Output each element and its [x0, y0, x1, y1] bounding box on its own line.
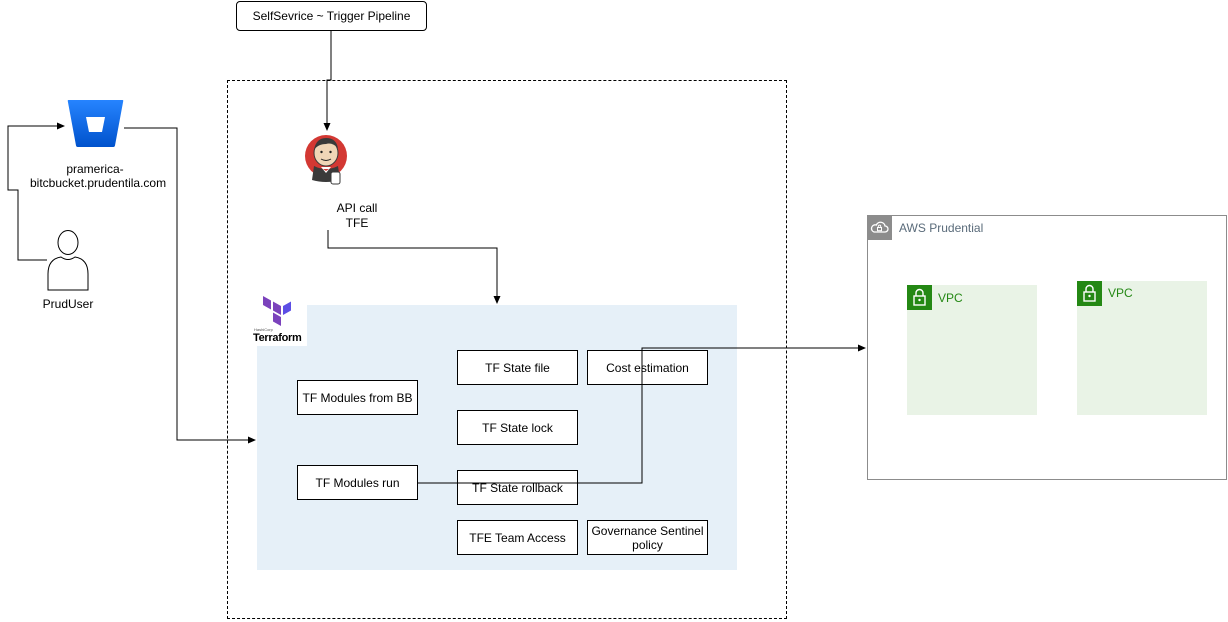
pipeline-boundary [227, 80, 787, 619]
tf-modules-bb-node: TF Modules from BB [297, 380, 418, 415]
edge-modules-run-to-aws [418, 344, 866, 484]
terraform-logo-small: HashiCorp [254, 327, 273, 332]
terraform-logo-text: Terraform [253, 332, 302, 344]
tf-state-file-node: TF State file [457, 350, 578, 385]
vpc-lock-icon [1077, 281, 1102, 306]
user-icon [47, 229, 89, 291]
vpc-2-label: VPC [1108, 286, 1133, 300]
jenkins-icon [304, 132, 350, 188]
edge-jenkins-to-terraform [327, 230, 501, 304]
edge-bitbucket-to-terraform [124, 127, 256, 444]
bitbucket-label-line2: bitcbucket.prudentila.com [30, 176, 167, 190]
aws-cloud-icon [867, 215, 892, 240]
governance-sentinel-node: Governance Sentinel policy [587, 520, 708, 555]
cost-estimation-node: Cost estimation [587, 350, 708, 385]
tf-modules-run-node: TF Modules run [297, 465, 418, 500]
tf-state-lock-node: TF State lock [457, 410, 578, 445]
jenkins-label-line1: API call [336, 201, 378, 215]
bitbucket-icon [67, 99, 124, 148]
edge-trigger-to-jenkins [323, 31, 332, 131]
user-label: PrudUser [42, 297, 94, 311]
trigger-pipeline-node: SelfSevrice ~ Trigger Pipeline [236, 1, 427, 31]
aws-cloud-title: AWS Prudential [899, 221, 984, 235]
jenkins-label-line2: TFE [345, 216, 369, 230]
edge-user-to-bitbucket [7, 122, 65, 261]
tf-state-rollback-node: TF State rollback [457, 470, 578, 505]
terraform-logo-icon [262, 296, 292, 328]
tfe-team-access-node: TFE Team Access [457, 520, 578, 555]
vpc-lock-icon [907, 285, 932, 310]
vpc-1-label: VPC [938, 291, 963, 305]
bitbucket-label-line1: pramerica- [66, 162, 124, 176]
